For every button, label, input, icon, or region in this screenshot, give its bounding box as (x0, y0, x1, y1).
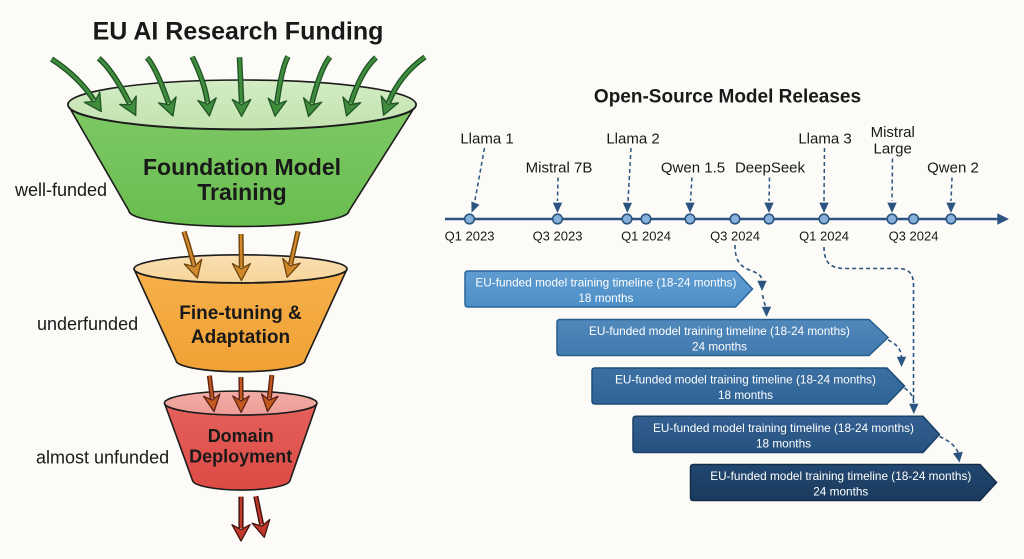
svg-text:EU-funded model training timel: EU-funded model training timeline (18-24… (589, 324, 850, 338)
svg-text:EU-funded model training timel: EU-funded model training timeline (18-24… (475, 276, 736, 290)
svg-text:18 months: 18 months (718, 388, 773, 402)
svg-text:Fine-tuning &: Fine-tuning & (179, 303, 302, 324)
svg-text:Q1 2024: Q1 2024 (799, 229, 849, 244)
svg-text:18 months: 18 months (756, 436, 811, 450)
svg-text:Qwen 2: Qwen 2 (927, 160, 979, 177)
svg-text:Llama 3: Llama 3 (798, 131, 851, 148)
svg-text:well-funded: well-funded (14, 180, 107, 200)
svg-text:Q3 2024: Q3 2024 (889, 229, 939, 244)
svg-text:underfunded: underfunded (37, 314, 138, 334)
svg-text:almost unfunded: almost unfunded (36, 448, 169, 468)
svg-text:Mistral 7B: Mistral 7B (526, 160, 593, 177)
svg-text:Foundation Model: Foundation Model (143, 154, 341, 180)
svg-text:DeepSeek: DeepSeek (735, 160, 806, 177)
svg-text:18 months: 18 months (578, 291, 633, 305)
svg-text:Adaptation: Adaptation (191, 327, 290, 348)
svg-text:24 months: 24 months (692, 340, 747, 354)
svg-text:Q3 2024: Q3 2024 (710, 229, 760, 244)
svg-text:Qwen 1.5: Qwen 1.5 (661, 160, 725, 177)
svg-text:Llama 2: Llama 2 (606, 131, 659, 148)
svg-text:Q1 2024: Q1 2024 (621, 229, 671, 244)
svg-text:24 months: 24 months (813, 485, 868, 499)
svg-text:Domain: Domain (208, 426, 274, 446)
svg-text:Training: Training (197, 179, 286, 205)
svg-text:EU AI Research Funding: EU AI Research Funding (93, 18, 384, 46)
svg-text:Q1 2023: Q1 2023 (445, 229, 495, 244)
svg-text:Open-Source Model Releases: Open-Source Model Releases (594, 87, 861, 108)
svg-text:EU-funded model training timel: EU-funded model training timeline (18-24… (710, 469, 971, 483)
svg-text:Q3 2023: Q3 2023 (533, 229, 583, 244)
svg-text:Mistral: Mistral (871, 124, 915, 141)
svg-text:Llama 1: Llama 1 (460, 131, 513, 148)
svg-text:Large: Large (874, 141, 912, 158)
svg-text:EU-funded model training timel: EU-funded model training timeline (18-24… (653, 421, 914, 435)
svg-text:Deployment: Deployment (189, 447, 292, 467)
svg-text:EU-funded model training timel: EU-funded model training timeline (18-24… (615, 373, 876, 387)
